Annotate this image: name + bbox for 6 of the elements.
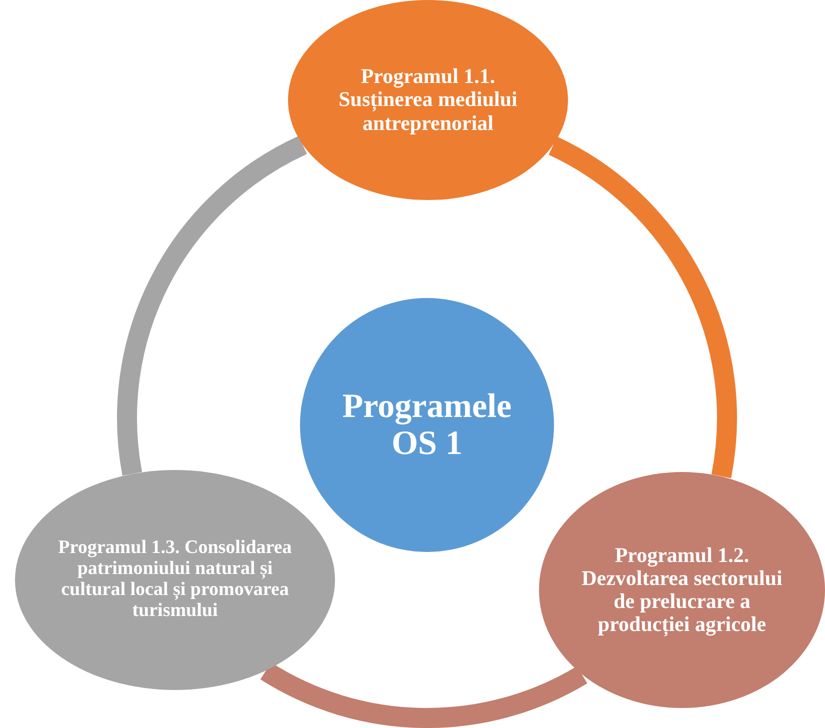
program-label: Programul 1.1. Susținerea mediului antreprenorial [338, 65, 518, 135]
ring-arc-connector [548, 136, 737, 478]
program-label: Programul 1.2. Dezvoltarea sectorului de prelucrare a producției agricole [580, 544, 784, 636]
center-title: Programele OS 1 [341, 388, 513, 462]
ring-arc-connector [117, 136, 308, 476]
program-label: Programul 1.3. Consolidarea patrimoniului natural și cultural local și promovarea turismului [57, 538, 293, 622]
